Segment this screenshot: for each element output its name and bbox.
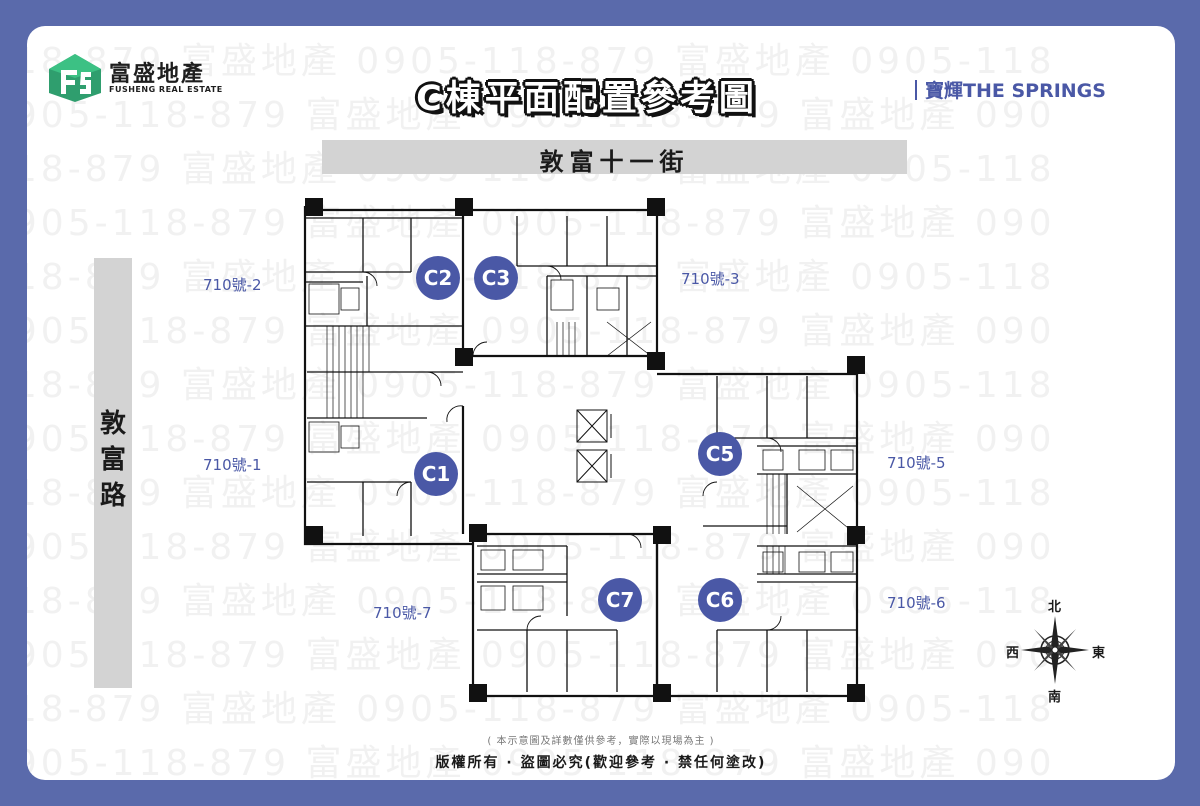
project-name: 寶輝THE SPRINGS xyxy=(915,76,1106,103)
street-left: 敦 富 路 xyxy=(94,258,132,688)
address-label: 710號-5 xyxy=(887,454,946,472)
unit-badge-c6: C6 xyxy=(698,578,742,622)
unit-badge-c1: C1 xyxy=(414,452,458,496)
compass-west: 西 xyxy=(1006,646,1020,661)
company-logo: 富盛地產 FUSHENG REAL ESTATE xyxy=(47,52,247,108)
street-left-label: 敦 富 路 xyxy=(99,409,126,511)
structural-columns xyxy=(305,198,865,702)
address-label: 710號-3 xyxy=(681,270,740,288)
address-label: 710號-2 xyxy=(203,276,262,294)
copyright-notice: 版權所有 · 盜圖必究(歡迎參考 · 禁任何塗改) xyxy=(435,755,767,771)
compass-north: 北 xyxy=(1048,600,1062,615)
disclaimer-note: ( 本示意圖及詳數僅供參考，實際以現場為主 ) xyxy=(487,736,715,747)
project-name-text: 寶輝THE SPRINGS xyxy=(925,80,1106,102)
unit-badge-c5: C5 xyxy=(698,432,742,476)
unit-badge-c2: C2 xyxy=(416,256,460,300)
interior-walls xyxy=(305,216,857,692)
compass-rose-icon xyxy=(1021,616,1089,684)
logo-name: 富盛地產 xyxy=(109,62,206,87)
compass-east: 東 xyxy=(1092,646,1106,661)
bathroom-fixtures xyxy=(308,279,854,611)
logo-subtitle: FUSHENG REAL ESTATE xyxy=(109,85,223,94)
floor-plan-drawing xyxy=(303,198,865,702)
door-swings xyxy=(362,265,782,631)
unit-badge-c3: C3 xyxy=(474,256,518,300)
address-label: 710號-6 xyxy=(887,594,946,612)
address-label: 710號-1 xyxy=(203,456,262,474)
title-divider xyxy=(915,80,917,100)
balcony-cross xyxy=(606,321,854,533)
compass-south: 南 xyxy=(1048,690,1062,705)
address-label: 710號-7 xyxy=(373,604,432,622)
stair-hatching xyxy=(326,322,786,574)
street-top-label: 敦富十一街 xyxy=(539,148,690,176)
street-top: 敦富十一街 xyxy=(322,140,907,176)
compass: 北 南 東 西 xyxy=(1006,594,1112,705)
unit-badge-c7: C7 xyxy=(598,578,642,622)
logo-mark-icon xyxy=(49,54,101,102)
elevator-shafts xyxy=(576,409,612,483)
page-title: C棟平面配置參考圖 xyxy=(416,79,758,119)
